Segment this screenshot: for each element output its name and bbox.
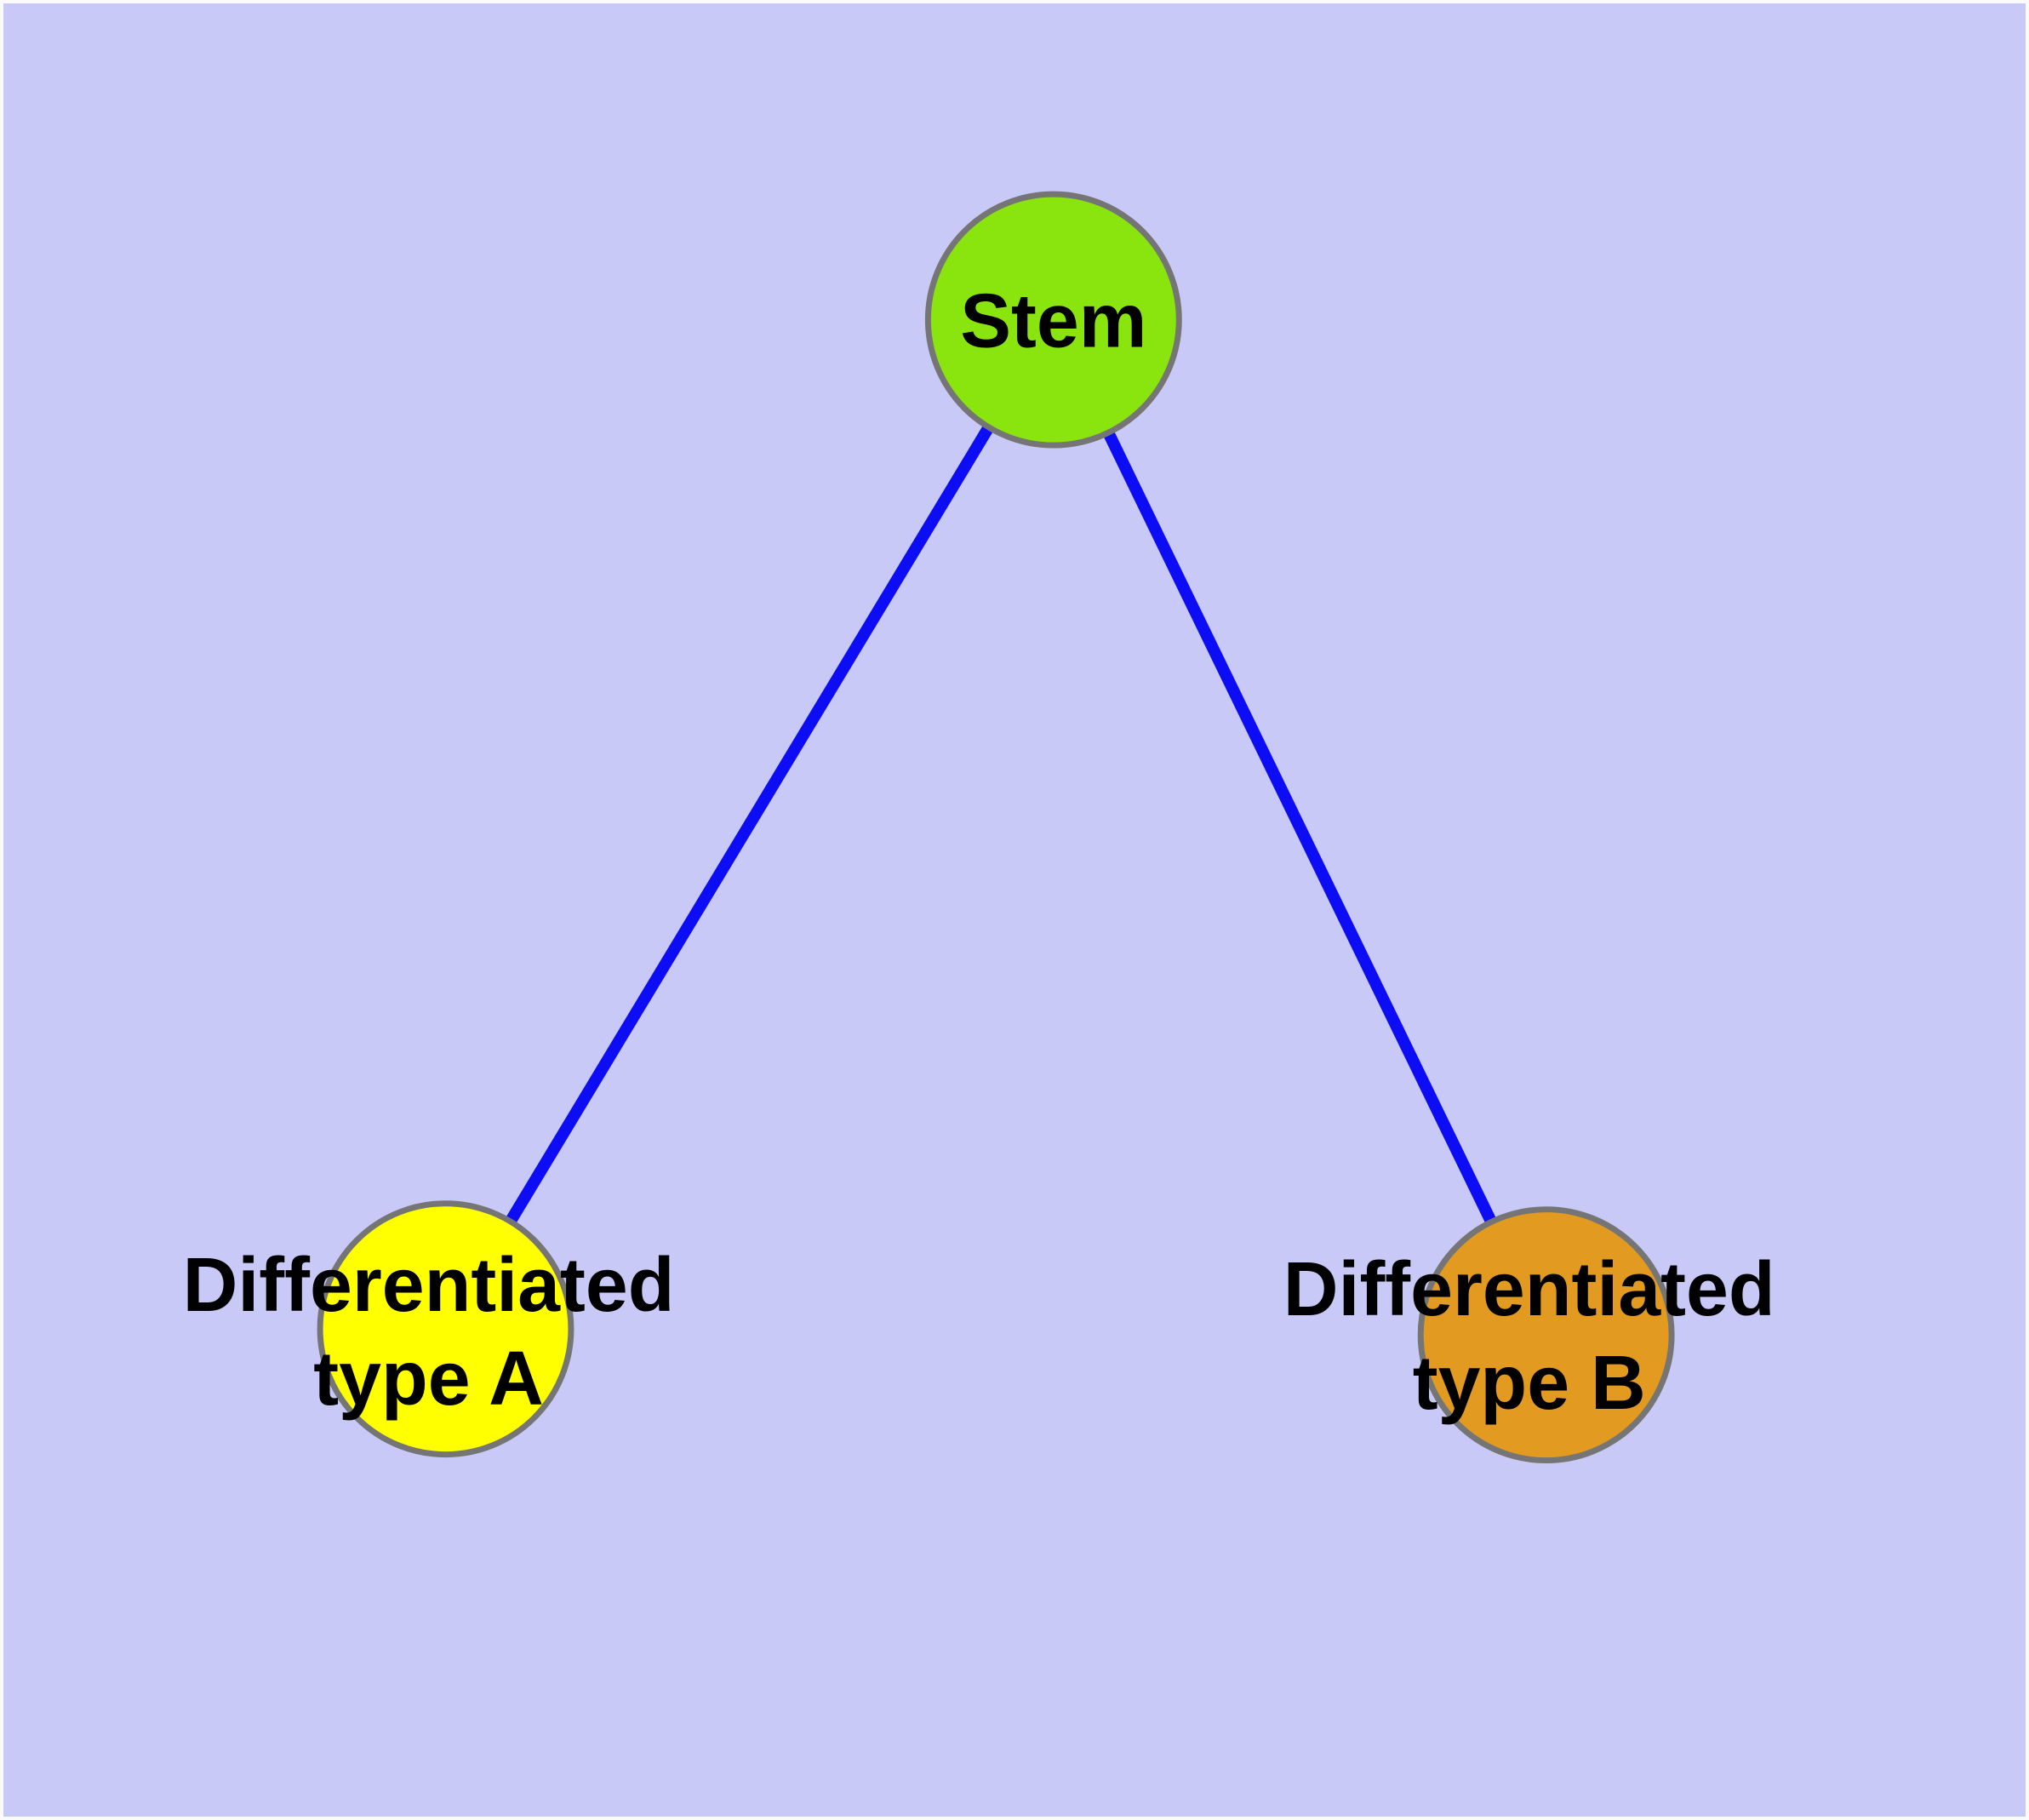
edge-stem-to-type-a <box>440 317 1059 1332</box>
node-stem: Stem <box>924 191 1182 449</box>
edge-stem-to-type-b <box>1048 317 1552 1338</box>
node-stem-circle <box>924 191 1182 449</box>
node-stem-label: Stem <box>960 278 1146 363</box>
node-differentiated-type-b-label-line2: type B <box>1413 1341 1646 1426</box>
cell-differentiation-graph: Stem Differentiated type A Differentiate… <box>3 3 2026 1817</box>
node-differentiated-type-a: Differentiated type A <box>183 1200 675 1458</box>
node-differentiated-type-a-circle <box>317 1200 574 1458</box>
node-differentiated-type-b-label-line1: Differentiated <box>1283 1247 1775 1332</box>
node-differentiated-type-a-label-line1: Differentiated <box>183 1243 675 1328</box>
node-differentiated-type-a-label-line2: type A <box>313 1336 544 1422</box>
node-differentiated-type-b-circle <box>1417 1206 1675 1464</box>
node-differentiated-type-b: Differentiated type B <box>1283 1206 1775 1464</box>
